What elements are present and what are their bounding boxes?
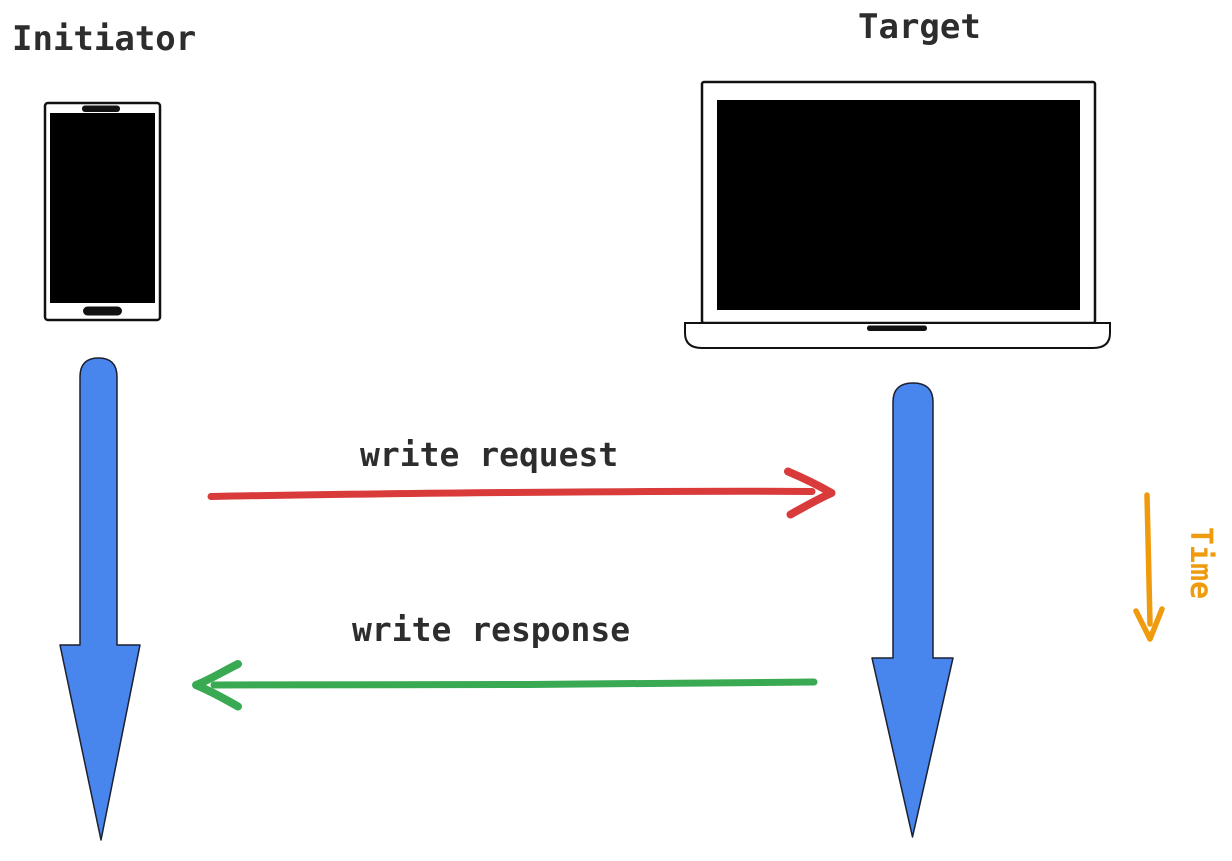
smartphone-icon xyxy=(43,101,162,322)
target-timeline-arrow xyxy=(871,382,954,838)
time-axis-line xyxy=(1144,492,1153,627)
initiator-label: Initiator xyxy=(12,19,197,59)
write-request-arrow xyxy=(207,467,836,519)
write-request-arrowhead xyxy=(784,467,836,519)
write-response-label: write response xyxy=(352,610,631,649)
write-response-arrowhead xyxy=(192,660,242,711)
write-response-line xyxy=(210,678,818,689)
initiator-timeline-arrow xyxy=(59,357,141,841)
write-response-arrow xyxy=(192,660,818,711)
laptop-base xyxy=(684,322,1111,349)
laptop-screen xyxy=(717,100,1080,310)
smartphone-screen xyxy=(50,113,155,303)
time-axis-arrowhead xyxy=(1133,606,1165,642)
laptop-notch xyxy=(867,325,927,331)
smartphone-home-button xyxy=(83,306,122,316)
laptop-icon xyxy=(684,80,1111,349)
smartphone-speaker xyxy=(82,105,120,112)
write-request-line xyxy=(207,487,816,500)
target-label: Target xyxy=(858,7,981,47)
time-axis-label: Time xyxy=(1183,526,1218,600)
write-request-label: write request xyxy=(360,435,619,474)
time-axis-arrow xyxy=(1133,492,1165,642)
